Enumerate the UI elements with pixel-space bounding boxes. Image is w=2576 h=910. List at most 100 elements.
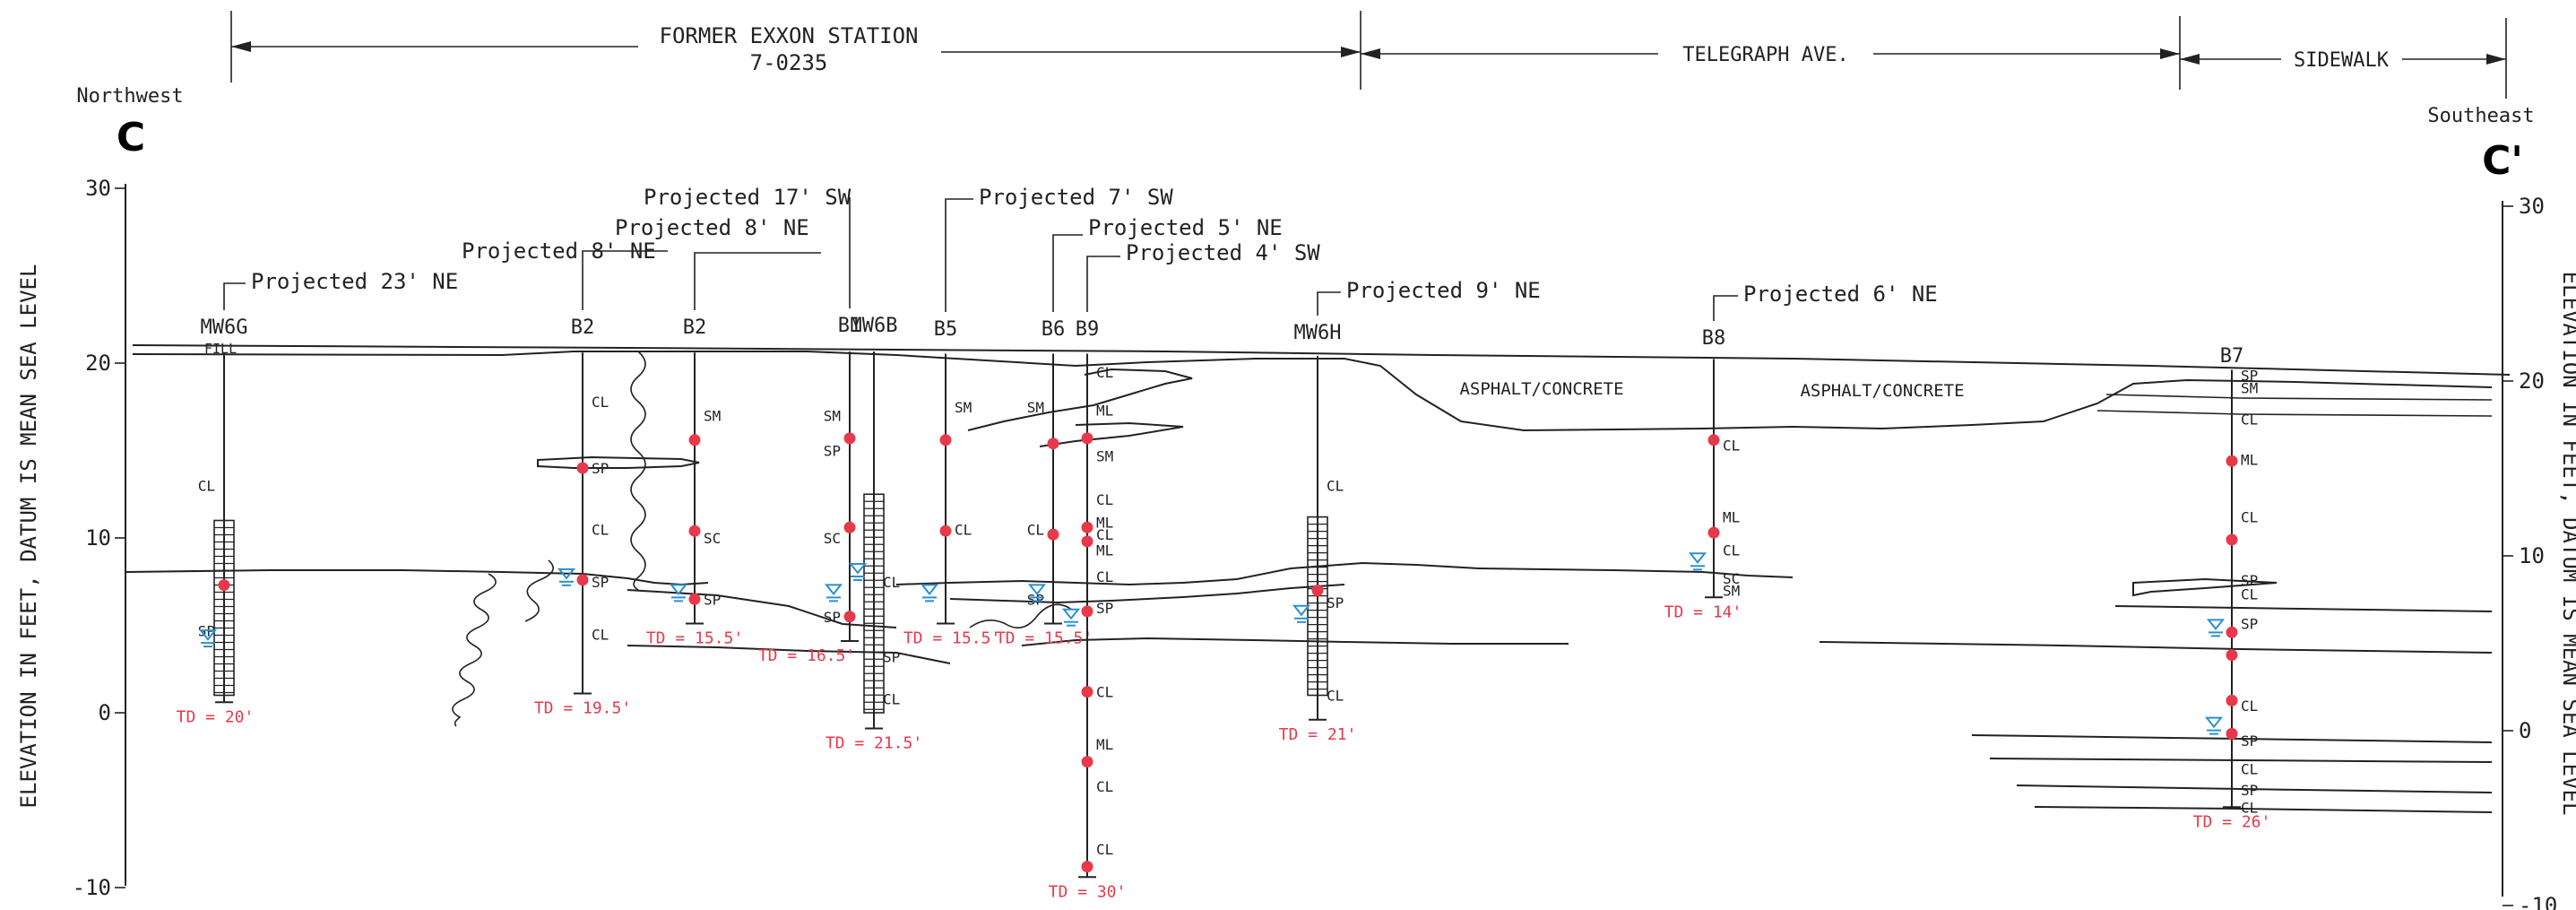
- projection-label: Projected 7' SW: [979, 185, 1173, 210]
- soil-code: SC: [704, 530, 721, 547]
- total-depth-label: TD = 15.5': [646, 629, 743, 648]
- sample-point: [688, 524, 701, 537]
- soil-code: CL: [592, 626, 609, 643]
- soil-code: SP: [704, 591, 721, 608]
- street-label: TELEGRAPH AVE.: [1682, 44, 1848, 66]
- water-level-icon: [1027, 584, 1047, 602]
- soil-code: SP: [1096, 600, 1113, 617]
- fill-label: FILL: [204, 341, 237, 357]
- sample-point: [688, 434, 701, 446]
- soil-code: CL: [592, 521, 609, 538]
- sample-point: [1081, 605, 1094, 618]
- projection-label: Projected 23' NE: [251, 269, 458, 294]
- total-depth-label: TD = 20': [177, 707, 255, 726]
- projection-leader: [1052, 234, 1083, 312]
- right-tick-label: 30: [2519, 194, 2545, 219]
- borehole-name: B2: [683, 316, 707, 339]
- sample-point: [1707, 526, 1720, 539]
- soil-code: SM: [1096, 447, 1113, 464]
- sample-point: [1081, 432, 1094, 445]
- projection-leader: [582, 250, 668, 310]
- soil-code: CL: [1327, 478, 1344, 495]
- sample-point: [1081, 535, 1094, 548]
- sample-point: [843, 611, 856, 623]
- water-level-icon: [557, 568, 576, 586]
- contact-east-4: [1989, 758, 2493, 763]
- soil-code: CL: [1096, 778, 1113, 795]
- sample-point: [843, 521, 856, 533]
- sample-point: [1047, 438, 1059, 450]
- soil-code: CL: [1096, 568, 1113, 585]
- soil-code: CL: [2241, 509, 2258, 526]
- soil-code: SP: [883, 649, 900, 666]
- borehole-name: B5: [934, 318, 958, 341]
- contact-mid-central-2: [949, 584, 1345, 604]
- water-level-icon: [2204, 716, 2224, 735]
- soil-code: CL: [955, 521, 972, 538]
- soil-code: CL: [2241, 799, 2258, 816]
- soil-code: CL: [198, 478, 215, 495]
- soil-code: SM: [1027, 399, 1044, 416]
- projection-label: Projected 6' NE: [1743, 282, 1938, 307]
- soil-code: CL: [2241, 585, 2258, 602]
- soil-code: SM: [1723, 583, 1740, 600]
- soil-code: CL: [883, 574, 900, 591]
- left-tick-label: 0: [99, 700, 111, 725]
- left-tick-label: -10: [73, 875, 111, 900]
- sample-point: [2226, 727, 2238, 740]
- pavement-base: [132, 351, 2493, 432]
- projection-leader: [945, 198, 973, 312]
- soil-code: SP: [2241, 732, 2258, 750]
- borehole-b5: B5 Projected 7' SW SM CL TD = 15.5': [903, 185, 1173, 648]
- right-tick-label: 0: [2519, 718, 2531, 743]
- projection-leader: [694, 252, 821, 310]
- surface-label-1: ASPHALT/CONCRETE: [1459, 379, 1623, 399]
- right-tick-label: 20: [2519, 368, 2545, 394]
- soil-code: ML: [1096, 542, 1113, 559]
- borehole-name: B9: [1076, 318, 1100, 341]
- borehole-name: B8: [1702, 327, 1726, 350]
- soil-code: SM: [704, 408, 721, 425]
- total-depth-label: TD = 15.5': [996, 629, 1093, 648]
- sample-point: [939, 434, 952, 446]
- soil-code: CL: [1723, 542, 1740, 559]
- right-axis-title: ELEVATION IN FEET, DATUM IS MEAN SEA LEV…: [2558, 272, 2576, 816]
- projection-label: Projected 9' NE: [1346, 278, 1541, 303]
- soil-code: CL: [1096, 491, 1113, 508]
- projection-leader: [1713, 295, 1738, 321]
- sample-point: [2226, 649, 2238, 662]
- contact-lower-west: [627, 645, 951, 664]
- borehole-name: B2: [571, 316, 595, 339]
- water-level-icon: [1292, 604, 1311, 623]
- ground-surface: [132, 344, 2511, 376]
- total-depth-label: TD = 16.5': [758, 646, 855, 665]
- soil-code: ML: [1096, 514, 1113, 531]
- soil-code: ML: [1096, 736, 1113, 753]
- soil-code: SP: [2241, 616, 2258, 633]
- left-axis-title: ELEVATION IN FEET, DATUM IS MEAN SEA LEV…: [16, 264, 41, 809]
- projection-label: Projected 8' NE: [462, 238, 656, 264]
- pavement-line-2: [2105, 394, 2493, 401]
- sidewalk-label: SIDEWALK: [2294, 49, 2390, 72]
- soil-code: CL: [592, 394, 609, 411]
- soil-code: SP: [2241, 572, 2258, 589]
- contact-east-2: [1819, 641, 2493, 654]
- soil-code: SM: [2241, 379, 2258, 396]
- wavy-contact-1: [630, 351, 646, 591]
- water-level-icon: [2206, 619, 2226, 637]
- sample-point: [843, 432, 856, 445]
- projection-leader: [1317, 291, 1341, 316]
- soil-code: CL: [1096, 684, 1113, 701]
- contact-lower-central: [1021, 637, 1569, 646]
- section-letter-c: C: [117, 115, 145, 160]
- wavy-contact-3: [524, 559, 554, 622]
- header-dimension-lines: [230, 11, 2507, 99]
